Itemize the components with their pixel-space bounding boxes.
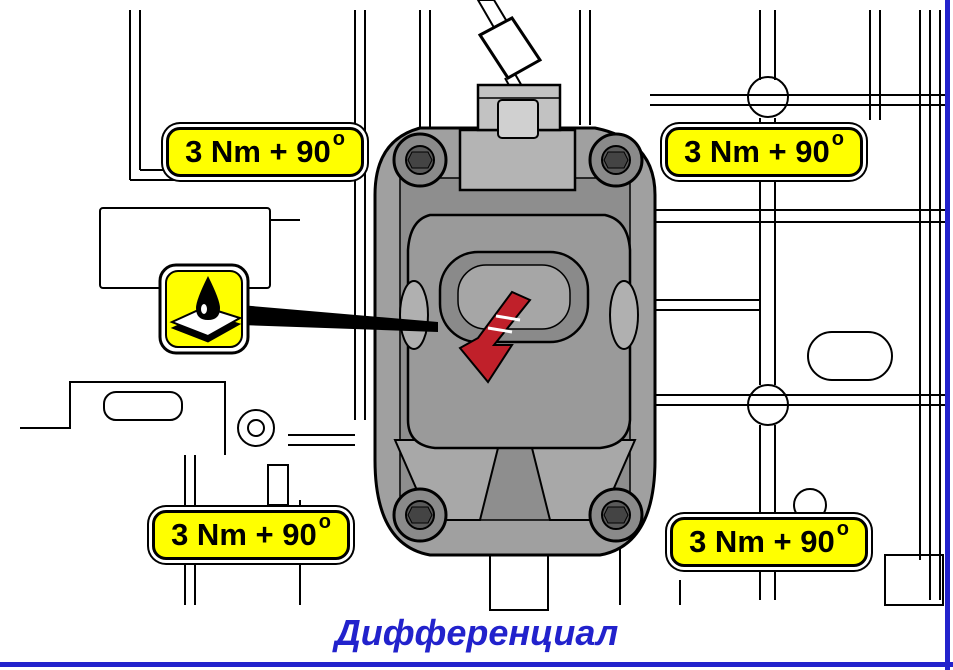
lubricant-callout-pointer	[240, 305, 438, 332]
bolt-bottom-right	[588, 487, 644, 543]
bolt-bottom-left	[392, 487, 448, 543]
frame-border-right	[945, 0, 950, 670]
curved-arrow-icon	[458, 290, 532, 384]
frame-border-bottom	[0, 662, 953, 667]
bolt-top-left	[392, 132, 448, 188]
sensor-cable	[476, 0, 543, 106]
bolt-top-right	[588, 132, 644, 188]
oil-drop-on-surface-icon	[158, 263, 250, 355]
diagram-caption: Дифференциал	[334, 612, 619, 653]
sensor-housing	[373, 83, 657, 557]
